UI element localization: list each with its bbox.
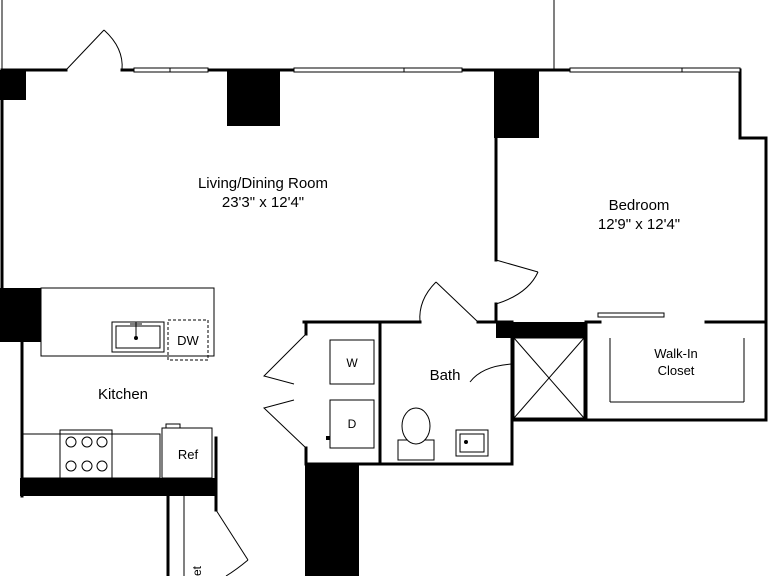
corridor-door [183, 496, 249, 576]
linen-closet [513, 337, 585, 419]
walls [0, 68, 768, 576]
kitchen-island [40, 287, 215, 357]
bath-door [419, 281, 479, 323]
kitchen-sink [111, 321, 165, 353]
refrigerator-label: Ref [178, 447, 199, 462]
windows [133, 67, 741, 73]
bath-sink [455, 429, 489, 457]
bath-name: Bath [430, 367, 461, 384]
laundry-doors [263, 333, 307, 449]
bedroom-name: Bedroom [609, 197, 670, 214]
entry-door [65, 29, 123, 71]
living-room-dims: 23'3" x 12'4" [222, 194, 304, 211]
dishwasher-label: DW [177, 333, 199, 348]
bedroom-door [495, 259, 539, 305]
washer: W [329, 339, 375, 385]
washer-label: W [346, 356, 358, 370]
dryer-label: D [348, 417, 357, 431]
living-room-name: Living/Dining Room [198, 175, 328, 192]
walk-in-closet-line1: Walk-In [654, 346, 698, 361]
walk-in-closet-line2: Closet [658, 363, 695, 378]
stove [59, 429, 113, 479]
bedroom-dims: 12'9" x 12'4" [598, 216, 680, 233]
guide-lines [1, 0, 555, 72]
dishwasher: DW [167, 319, 209, 361]
kitchen-name: Kitchen [98, 386, 148, 403]
walk-in-closet-door [597, 312, 745, 403]
refrigerator: Ref [161, 423, 213, 479]
dryer: D [326, 399, 375, 449]
structural-columns [0, 70, 586, 576]
closet-label: Closet [190, 565, 204, 576]
toilet [397, 407, 435, 461]
kitchen-counter [21, 433, 161, 479]
bath-inner-door [469, 363, 513, 404]
